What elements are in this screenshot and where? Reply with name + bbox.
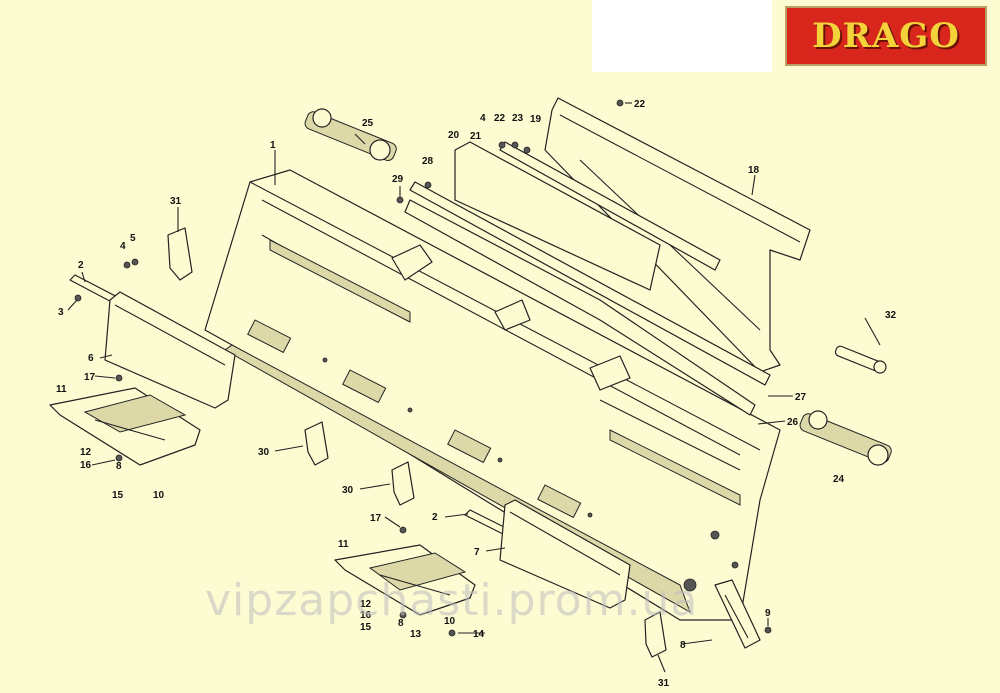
callout-16-right: 16 [360, 610, 372, 621]
callout-22-top: 22 [634, 99, 646, 110]
callout-labels: 1 2 2 3 4 4 5 6 7 8 8 8 9 10 10 11 11 12… [56, 99, 897, 689]
callout-6: 6 [88, 353, 94, 364]
callout-22-mid: 22 [494, 113, 506, 124]
callout-19: 19 [530, 114, 542, 125]
callout-17-right: 17 [370, 513, 382, 524]
callout-4-top: 4 [480, 113, 486, 124]
callout-3: 3 [58, 307, 64, 318]
callout-24: 24 [833, 474, 845, 485]
watermark: vipzapchasti.prom.ua [205, 575, 699, 626]
callout-27: 27 [795, 392, 807, 403]
callout-11-left: 11 [56, 384, 67, 395]
callout-29: 29 [392, 174, 404, 185]
bracket-31-top [167, 227, 193, 281]
callout-12-left: 12 [80, 447, 92, 458]
callout-10-left: 10 [153, 490, 165, 501]
callout-13: 13 [410, 629, 422, 640]
callout-10-right: 10 [444, 616, 456, 627]
left-skid-plate [49, 387, 201, 466]
pin-32 [834, 345, 887, 374]
hardware-bolts [74, 99, 772, 637]
callout-16-left: 16 [80, 460, 92, 471]
callout-15-right: 15 [360, 622, 372, 633]
callout-17-left: 17 [84, 372, 96, 383]
plate-20 [404, 141, 771, 416]
bracket-30-left [304, 421, 329, 466]
logo-text: DRAGO [812, 16, 960, 56]
callout-1: 1 [270, 140, 276, 151]
callout-7: 7 [474, 547, 480, 558]
bracket-30-mid [391, 461, 415, 506]
bracket-31-bottom [644, 611, 667, 658]
callout-8-right: 8 [680, 640, 686, 651]
left-deflector [69, 274, 236, 409]
callout-9: 9 [765, 608, 771, 619]
callout-20: 20 [448, 130, 460, 141]
callout-25: 25 [362, 118, 374, 129]
callout-15-left: 15 [112, 490, 124, 501]
pto-shaft-25 [304, 108, 397, 161]
leader-lines [67, 102, 881, 673]
callout-2-left: 2 [78, 260, 84, 271]
callout-8-left: 8 [116, 461, 122, 472]
callout-26: 26 [787, 417, 799, 428]
callout-8-mid: 8 [398, 618, 404, 629]
callout-30-left: 30 [258, 447, 270, 458]
callout-12-right: 12 [360, 599, 372, 610]
blank-header-panel [592, 0, 772, 72]
side-plate-right [714, 579, 761, 649]
callout-18: 18 [748, 165, 760, 176]
callout-23: 23 [512, 113, 524, 124]
callout-11-right: 11 [338, 539, 349, 550]
callout-28: 28 [422, 156, 434, 167]
callout-31-bottom: 31 [658, 678, 670, 689]
callout-30-mid: 30 [342, 485, 354, 496]
callout-2-right: 2 [432, 512, 438, 523]
right-skid-plate [334, 544, 476, 616]
callout-14: 14 [473, 629, 485, 640]
callout-4-left: 4 [120, 241, 126, 252]
pto-shaft-24 [799, 410, 892, 466]
drago-logo: DRAGO [785, 6, 987, 66]
callout-31-top: 31 [170, 196, 182, 207]
callout-21: 21 [470, 131, 482, 142]
right-deflector [464, 499, 631, 609]
callout-32: 32 [885, 310, 897, 321]
callout-5: 5 [130, 233, 136, 244]
